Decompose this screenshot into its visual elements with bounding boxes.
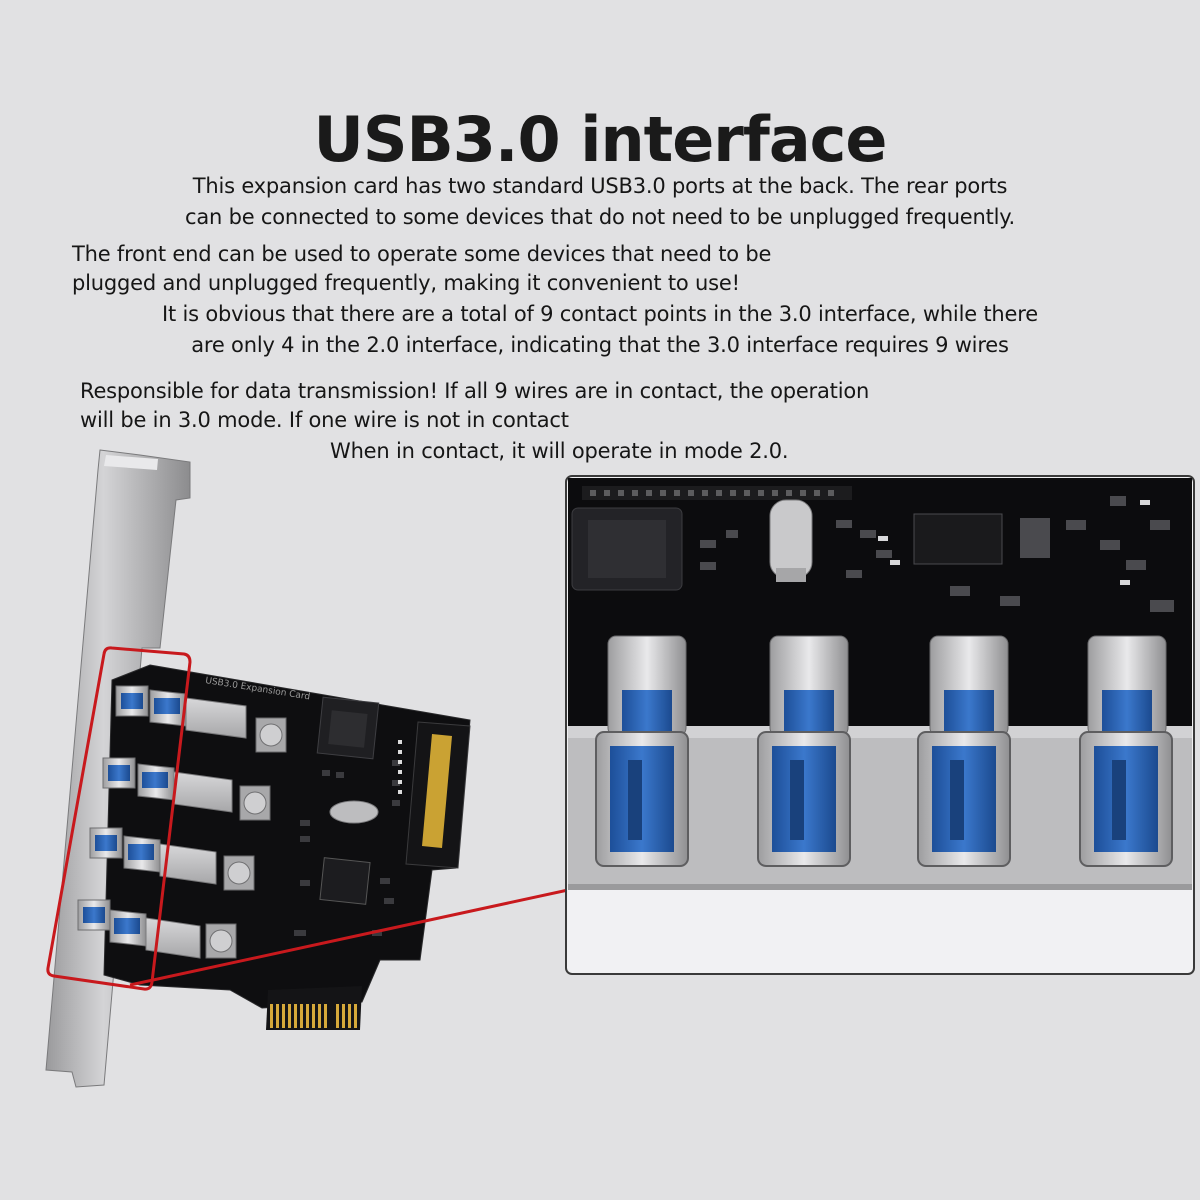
usb-port-row-2 [102, 757, 271, 821]
gold-contacts [270, 1004, 357, 1028]
closeup-usb-port-1 [595, 635, 689, 867]
paragraph-4-line-1: Responsible for data transmission! If al… [80, 379, 870, 403]
closeup-usb-port-4 [1079, 635, 1173, 867]
closeup-usb-port-3 [917, 635, 1011, 867]
paragraph-2-line-1: The front end can be used to operate som… [72, 242, 772, 266]
closeup-usb-port-2 [757, 635, 851, 867]
paragraph-1-line-2: can be connected to some devices that do… [184, 205, 1016, 229]
expansion-card: USB3.0 Expansion Card [45, 449, 471, 1088]
paragraph-3-line-1: It is obvious that there are a total of … [162, 302, 1038, 326]
controller-chip [319, 857, 371, 905]
closeup-photo [565, 475, 1195, 975]
usb-port-row-1 [115, 685, 287, 753]
usb-port-row-3 [89, 827, 255, 891]
paragraph-4-line-3: When in contact, it will operate in mode… [330, 439, 789, 463]
crystal-oscillator [329, 800, 379, 824]
connector-line [129, 888, 569, 987]
paragraph-4-line-2: will be in 3.0 mode. If one wire is not … [80, 408, 569, 432]
paragraph-2-line-2: plugged and unplugged frequently, making… [72, 271, 740, 295]
paragraph-1-line-1: This expansion card has two standard USB… [192, 174, 1008, 198]
paragraph-3-line-2: are only 4 in the 2.0 interface, indicat… [191, 333, 1009, 357]
page-title: USB3.0 interface [313, 103, 888, 176]
highlight-box [46, 646, 192, 991]
